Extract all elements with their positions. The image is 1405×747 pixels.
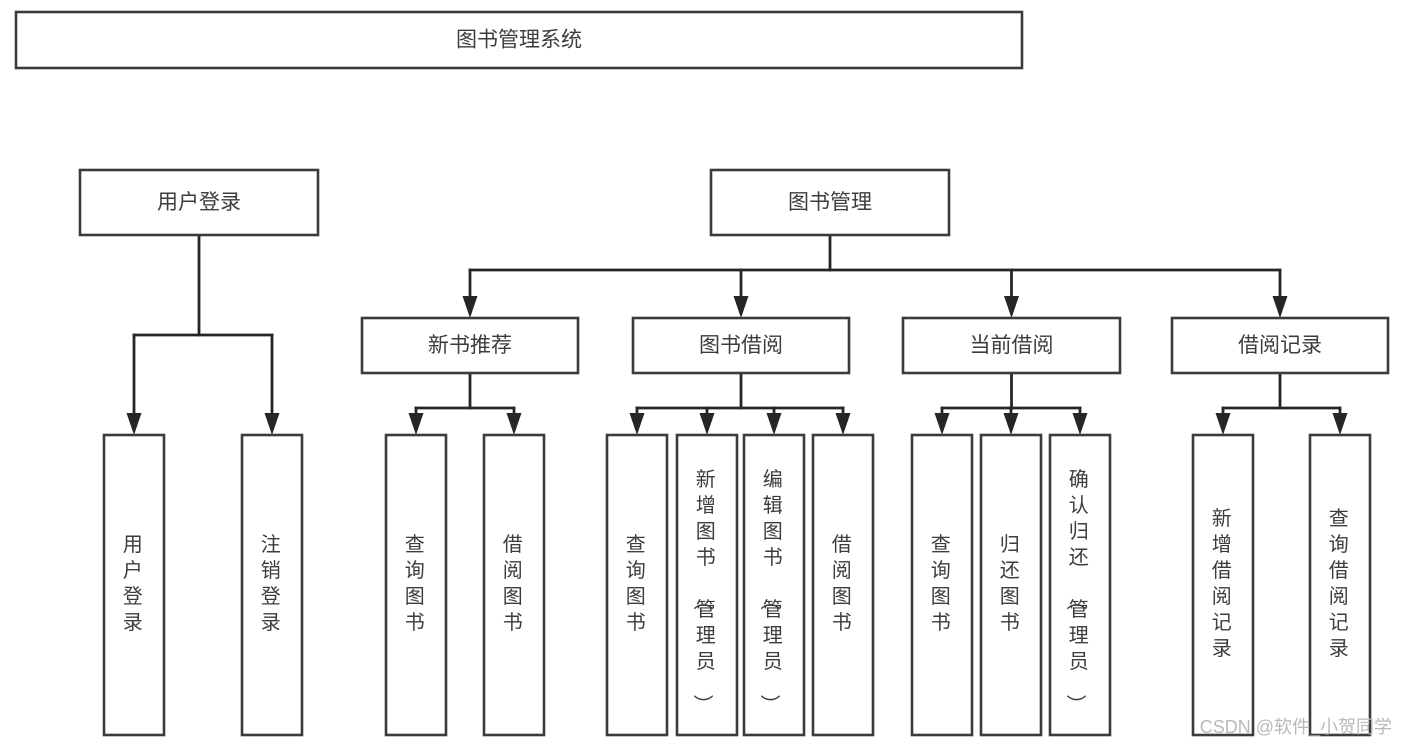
node-label-cb-confirm-return: 确认归还（管理员） — [1064, 468, 1092, 717]
node-label-leaf-user-login: 用户登录 — [123, 534, 146, 634]
node-label-user-login: 用户登录 — [157, 191, 241, 214]
edge-group-book-management — [462, 233, 1288, 318]
edge-group-new-book-recommend — [408, 371, 522, 435]
node-box-bb-borrow-book — [811, 433, 875, 737]
node-box-root — [14, 10, 1024, 70]
node-book-borrow[interactable]: 图书借阅 — [631, 316, 851, 375]
node-label-book-management: 图书管理 — [788, 191, 872, 214]
node-user-login[interactable]: 用户登录 — [78, 168, 320, 237]
node-br-query-record[interactable]: 查询借阅记录 — [1308, 433, 1372, 737]
node-box-user-login — [78, 168, 320, 237]
node-label-cb-return-book: 归还图书 — [1000, 533, 1023, 634]
node-box-leaf-user-login — [102, 433, 166, 737]
node-box-bb-add-book — [675, 433, 739, 737]
node-bb-edit-book[interactable]: 编辑图书（管理员） — [742, 433, 806, 737]
node-box-book-borrow — [631, 316, 851, 375]
node-label-bb-borrow-book: 借阅图书 — [832, 533, 855, 634]
node-label-cb-query-book: 查询图书 — [931, 533, 954, 634]
csdn-watermark: CSDN @软件_小贺同学 — [1200, 717, 1392, 738]
node-new-book-recommend[interactable]: 新书推荐 — [360, 316, 580, 375]
node-book-management[interactable]: 图书管理 — [709, 168, 951, 237]
node-box-nbr-query-book — [384, 433, 448, 737]
node-box-current-borrow — [901, 316, 1122, 375]
node-label-borrow-record: 借阅记录 — [1238, 334, 1322, 357]
node-layer: 图书管理系统用户登录图书管理新书推荐图书借阅当前借阅借阅记录用户登录注销登录查询… — [14, 10, 1390, 737]
node-label-bb-add-book: 新增图书（管理员） — [691, 468, 719, 717]
node-bb-borrow-book[interactable]: 借阅图书 — [811, 433, 875, 737]
node-nbr-borrow-book[interactable]: 借阅图书 — [482, 433, 546, 737]
node-box-new-book-recommend — [360, 316, 580, 375]
edge-group-user-login — [126, 233, 280, 435]
node-label-leaf-user-logout: 注销登录 — [261, 533, 284, 634]
node-label-br-add-record: 新增借阅记录 — [1212, 507, 1235, 660]
node-box-borrow-record — [1170, 316, 1390, 375]
node-borrow-record[interactable]: 借阅记录 — [1170, 316, 1390, 375]
node-label-bb-edit-book: 编辑图书（管理员） — [758, 468, 786, 717]
node-label-nbr-query-book: 查询图书 — [405, 533, 428, 634]
node-cb-return-book[interactable]: 归还图书 — [979, 433, 1043, 737]
node-label-nbr-borrow-book: 借阅图书 — [503, 533, 526, 634]
node-box-br-add-record — [1191, 433, 1255, 737]
node-box-bb-query-book — [605, 433, 669, 737]
node-box-cb-query-book — [910, 433, 974, 737]
node-box-bb-edit-book — [742, 433, 806, 737]
node-cb-query-book[interactable]: 查询图书 — [910, 433, 974, 737]
node-br-add-record[interactable]: 新增借阅记录 — [1191, 433, 1255, 737]
node-box-br-query-record — [1308, 433, 1372, 737]
node-nbr-query-book[interactable]: 查询图书 — [384, 433, 448, 737]
node-cb-confirm-return[interactable]: 确认归还（管理员） — [1048, 433, 1112, 737]
node-bb-add-book[interactable]: 新增图书（管理员） — [675, 433, 739, 737]
edge-group-book-borrow — [629, 371, 851, 435]
node-label-book-borrow: 图书借阅 — [699, 334, 783, 357]
edge-group-current-borrow — [934, 371, 1088, 435]
node-box-cb-confirm-return — [1048, 433, 1112, 737]
edge-group-borrow-record — [1215, 371, 1348, 435]
node-bb-query-book[interactable]: 查询图书 — [605, 433, 669, 737]
node-box-cb-return-book — [979, 433, 1043, 737]
node-box-nbr-borrow-book — [482, 433, 546, 737]
node-box-leaf-user-logout — [240, 433, 304, 737]
node-label-root: 图书管理系统 — [456, 29, 582, 52]
node-leaf-user-logout[interactable]: 注销登录 — [240, 433, 304, 737]
node-label-current-borrow: 当前借阅 — [970, 334, 1054, 357]
node-box-book-management — [709, 168, 951, 237]
node-label-bb-query-book: 查询图书 — [626, 533, 649, 634]
node-label-new-book-recommend: 新书推荐 — [428, 334, 512, 357]
node-label-br-query-record: 查询借阅记录 — [1329, 507, 1352, 660]
node-root[interactable]: 图书管理系统 — [14, 10, 1024, 70]
connector-layer — [126, 233, 1348, 435]
node-leaf-user-login[interactable]: 用户登录 — [102, 433, 166, 737]
node-current-borrow[interactable]: 当前借阅 — [901, 316, 1122, 375]
